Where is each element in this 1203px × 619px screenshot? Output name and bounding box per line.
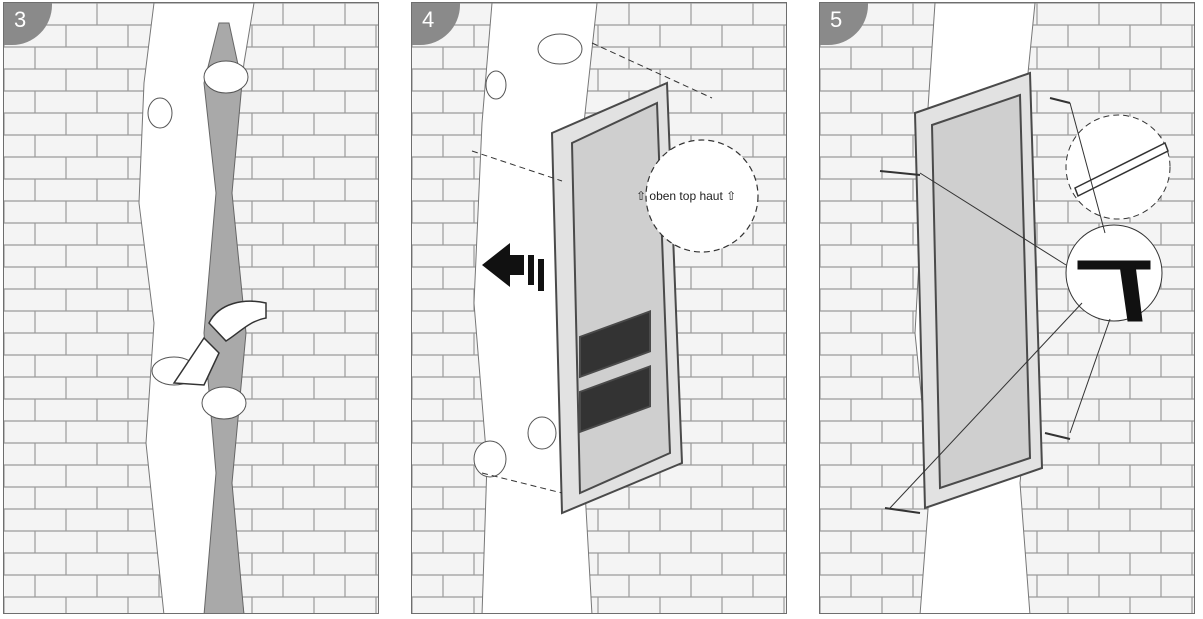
mortar-blob	[485, 70, 507, 100]
hammer-icon	[1077, 260, 1151, 322]
mortar-blob	[201, 386, 247, 420]
step-panel-3: 3	[3, 2, 379, 614]
wall-scene-3	[4, 3, 378, 613]
distribution-box	[913, 71, 1044, 510]
hand-trowel-icon	[172, 300, 267, 386]
orientation-callout	[645, 139, 759, 253]
spirit-level-icon	[1074, 141, 1169, 198]
mortar-blob	[203, 60, 249, 94]
anchor-bolt-icon	[879, 97, 1071, 514]
push-direction-arrow	[482, 243, 544, 291]
step-number: 4	[422, 7, 435, 32]
step-panel-4: ⇧ oben top haut ⇧ 4	[411, 2, 787, 614]
step-number: 5	[830, 7, 843, 32]
mortar-blob	[527, 416, 557, 450]
mortar-blob	[473, 440, 507, 478]
mortar-blob	[147, 97, 173, 129]
step-number: 3	[14, 7, 27, 32]
step-panel-5: 5	[819, 2, 1195, 614]
step-number-badge: 3	[4, 3, 52, 45]
wall-scene-4	[412, 3, 786, 613]
mortar-blob	[537, 33, 583, 65]
orientation-label: ⇧ oben top haut ⇧	[636, 189, 737, 203]
wall-scene-5	[820, 3, 1194, 613]
distribution-box	[550, 81, 684, 515]
hammer-callout	[1065, 224, 1163, 322]
